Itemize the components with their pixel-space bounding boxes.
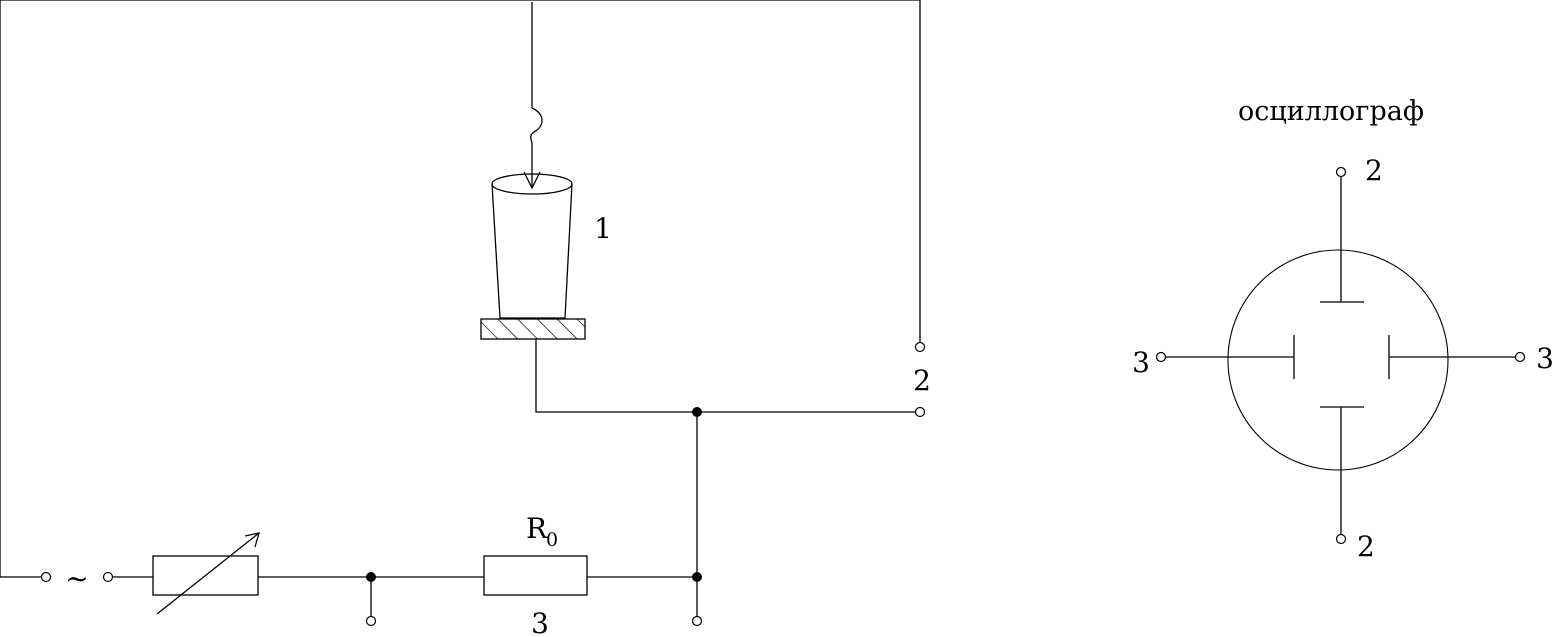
resistor-terminal-right [691,615,703,627]
output-terminal-lower [914,406,926,418]
output-terminal-number: 2 [913,364,931,397]
resistor-terminal-number: 3 [531,607,549,637]
osc-terminal-left-label: 3 [1132,346,1150,379]
osc-terminal-right [1514,351,1526,363]
ac-source-symbol: ~ [65,562,88,595]
osc-terminal-top [1335,166,1347,178]
oscilloscope-title: осциллограф [1238,96,1424,127]
osc-terminal-bottom-label: 2 [1357,530,1375,563]
source-terminal-right [102,571,114,583]
source-terminal-left [40,571,52,583]
oscilloscope-screen [1227,249,1449,471]
resistor-r0: R 0 3 [483,512,588,637]
base-plate [480,318,697,413]
variable-resistor [152,532,260,615]
right-branch: 2 [587,341,931,627]
crucible: 1 [491,173,612,319]
osc-terminal-right-label: 3 [1536,342,1552,375]
oscilloscope: осциллограф 2 2 3 3 [1132,96,1552,563]
bottom-wire [258,572,484,627]
outer-wire [0,0,921,578]
resistor-terminal-left [365,615,377,627]
osc-terminal-left [1155,351,1167,363]
output-terminal-upper [914,341,926,353]
resistor-label: R [526,512,548,545]
electrode-wire [523,2,543,190]
osc-terminal-bottom [1335,533,1347,545]
resistor-subscript: 0 [546,529,558,551]
ac-source: ~ [40,562,153,595]
osc-terminal-top-label: 2 [1365,154,1383,187]
crucible-number: 1 [594,212,612,245]
